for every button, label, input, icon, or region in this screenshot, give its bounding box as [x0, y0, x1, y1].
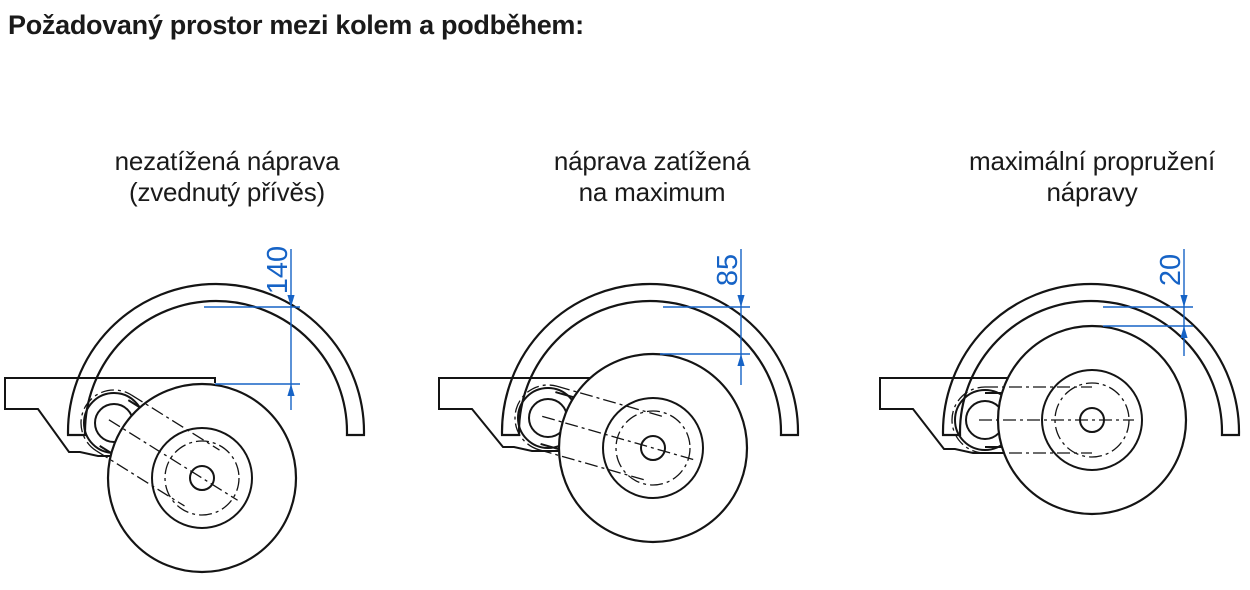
wheel-tire [106, 382, 298, 574]
dimension-callout: 140 [204, 246, 300, 410]
wheel-hub [189, 465, 215, 491]
dimension-arrow-up [287, 384, 295, 396]
diagram-3-drawing: 20 [879, 249, 1241, 516]
fender-arc [500, 283, 800, 437]
arm-pivot-cap-centerline [514, 384, 558, 451]
wheel-rim [602, 397, 704, 499]
diagram-2-label-line2: na maximum [578, 177, 726, 207]
dimension-value: 85 [712, 254, 744, 286]
page-title: Požadovaný prostor mezi kolem a podběhem… [8, 10, 584, 40]
diagram-3-label-line2: nápravy [1046, 177, 1138, 207]
diagram-2-label-line1: náprava zatížená [553, 146, 751, 176]
arm-centerline [108, 419, 238, 501]
arm-outline-centerline [131, 394, 220, 451]
arm-pivot-cap-centerline [80, 389, 132, 452]
arm-outline-centerline [96, 450, 185, 507]
chassis-bracket [4, 377, 216, 457]
fender-arc [941, 283, 1241, 437]
dimension-arrow-up [737, 354, 745, 366]
dimension-arrow-down [737, 295, 745, 307]
diagram-2-label: náprava zatížená na maximum [462, 146, 842, 208]
diagram-1-label: nezatížená náprava (zvednutý přívěs) [37, 146, 417, 208]
dimension-arrow-up [1180, 326, 1188, 338]
dimension-callout: 20 [1103, 249, 1193, 356]
dimension-callout: 85 [660, 249, 750, 385]
diagram-1-label-line2: (zvednutý přívěs) [128, 177, 325, 207]
diagram-1-label-line1: nezatížená náprava [114, 146, 340, 176]
diagram-3-label-line1: maximální propružení [969, 146, 1215, 176]
diagram-2-drawing: 85 [438, 249, 800, 544]
fender-arc [66, 282, 366, 437]
diagram-3-label: maximální propružení nápravy [902, 146, 1250, 208]
diagram-1-drawing: 140 [4, 246, 366, 574]
wheel-rim [151, 427, 253, 529]
dimension-arrow-down [1180, 295, 1188, 307]
arm-outline-centerline [538, 449, 645, 481]
arm-outline-centerline [556, 385, 663, 417]
dimension-arrow-down [287, 295, 295, 307]
bolt-circle-centerline [164, 440, 240, 516]
wheel-hub [640, 435, 666, 461]
chassis-bracket [438, 377, 650, 452]
bolt-circle-centerline [615, 410, 691, 486]
arm-pivot-cap-centerline [951, 386, 986, 454]
bolt-circle-centerline [1054, 382, 1130, 458]
wheel-rim [1041, 369, 1143, 471]
dimension-value: 140 [262, 246, 294, 294]
dimension-value: 20 [1155, 254, 1187, 286]
